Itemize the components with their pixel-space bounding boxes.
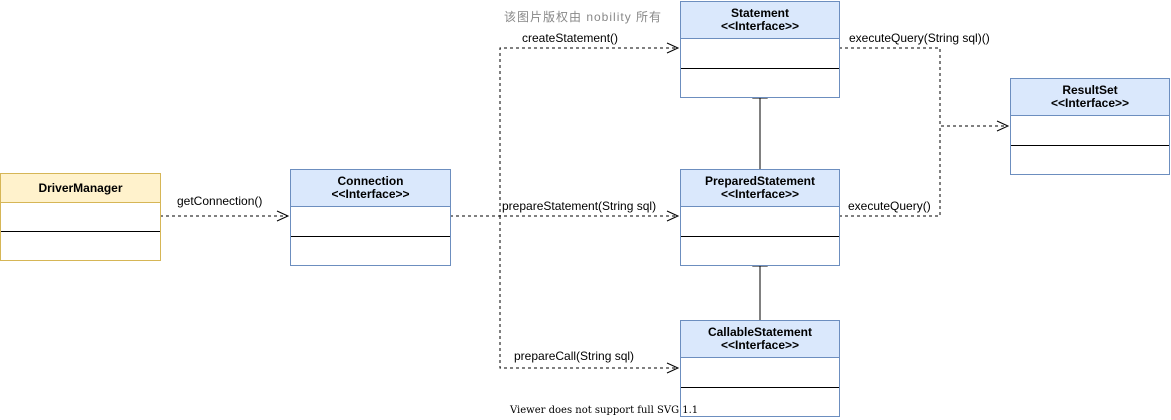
connection-header: Connection <<Interface>> (291, 170, 450, 207)
driver-manager-name: DriverManager (38, 180, 123, 195)
result-set-stereotype: <<Interface>> (1050, 96, 1130, 110)
driver-manager-header: DriverManager (1, 174, 160, 203)
statement-header: Statement <<Interface>> (681, 2, 839, 39)
callable-statement-class[interactable]: CallableStatement <<Interface>> (680, 320, 840, 417)
connection-attributes (291, 207, 450, 237)
statement-attributes (681, 39, 839, 69)
prepared-statement-header: PreparedStatement <<Interface>> (681, 170, 839, 207)
result-set-name: ResultSet (1062, 83, 1118, 97)
result-set-attributes (1011, 116, 1169, 146)
prepare-statement-label: prepareStatement(String sql) (502, 199, 657, 213)
driver-manager-class[interactable]: DriverManager (0, 173, 161, 261)
create-statement-edge (450, 42, 680, 217)
callable-statement-attributes (681, 358, 839, 388)
result-set-header: ResultSet <<Interface>> (1011, 79, 1169, 116)
connection-class[interactable]: Connection <<Interface>> (290, 169, 451, 266)
prepared-statement-name: PreparedStatement (704, 174, 816, 188)
prepare-call-edge (499, 216, 680, 374)
prepared-statement-stereotype: <<Interface>> (720, 187, 800, 201)
callable-statement-name: CallableStatement (707, 325, 813, 339)
svg-viewer-notice: Viewer does not support full SVG 1.1 (510, 405, 699, 416)
callable-statement-header: CallableStatement <<Interface>> (681, 321, 839, 358)
driver-manager-attributes (1, 203, 160, 232)
callable-statement-stereotype: <<Interface>> (720, 338, 800, 352)
prepared-statement-class[interactable]: PreparedStatement <<Interface>> (680, 169, 840, 266)
statement-class[interactable]: Statement <<Interface>> (680, 1, 840, 98)
watermark: 该图片版权由 nobility 所有 (504, 10, 663, 24)
create-statement-label: createStatement() (522, 31, 619, 45)
execute-query-sql-label: executeQuery(String sql)() (849, 31, 990, 45)
execute-query-label: executeQuery() (848, 199, 931, 213)
connection-stereotype: <<Interface>> (331, 187, 410, 201)
result-set-class[interactable]: ResultSet <<Interface>> (1010, 78, 1170, 175)
prepare-call-label: prepareCall(String sql) (514, 349, 635, 363)
prepared-statement-attributes (681, 207, 839, 237)
get-connection-label: getConnection() (177, 194, 263, 208)
connection-name: Connection (337, 174, 404, 188)
statement-name: Statement (730, 6, 789, 20)
execute-query-sql-edge (839, 47, 1010, 132)
statement-stereotype: <<Interface>> (720, 19, 800, 33)
